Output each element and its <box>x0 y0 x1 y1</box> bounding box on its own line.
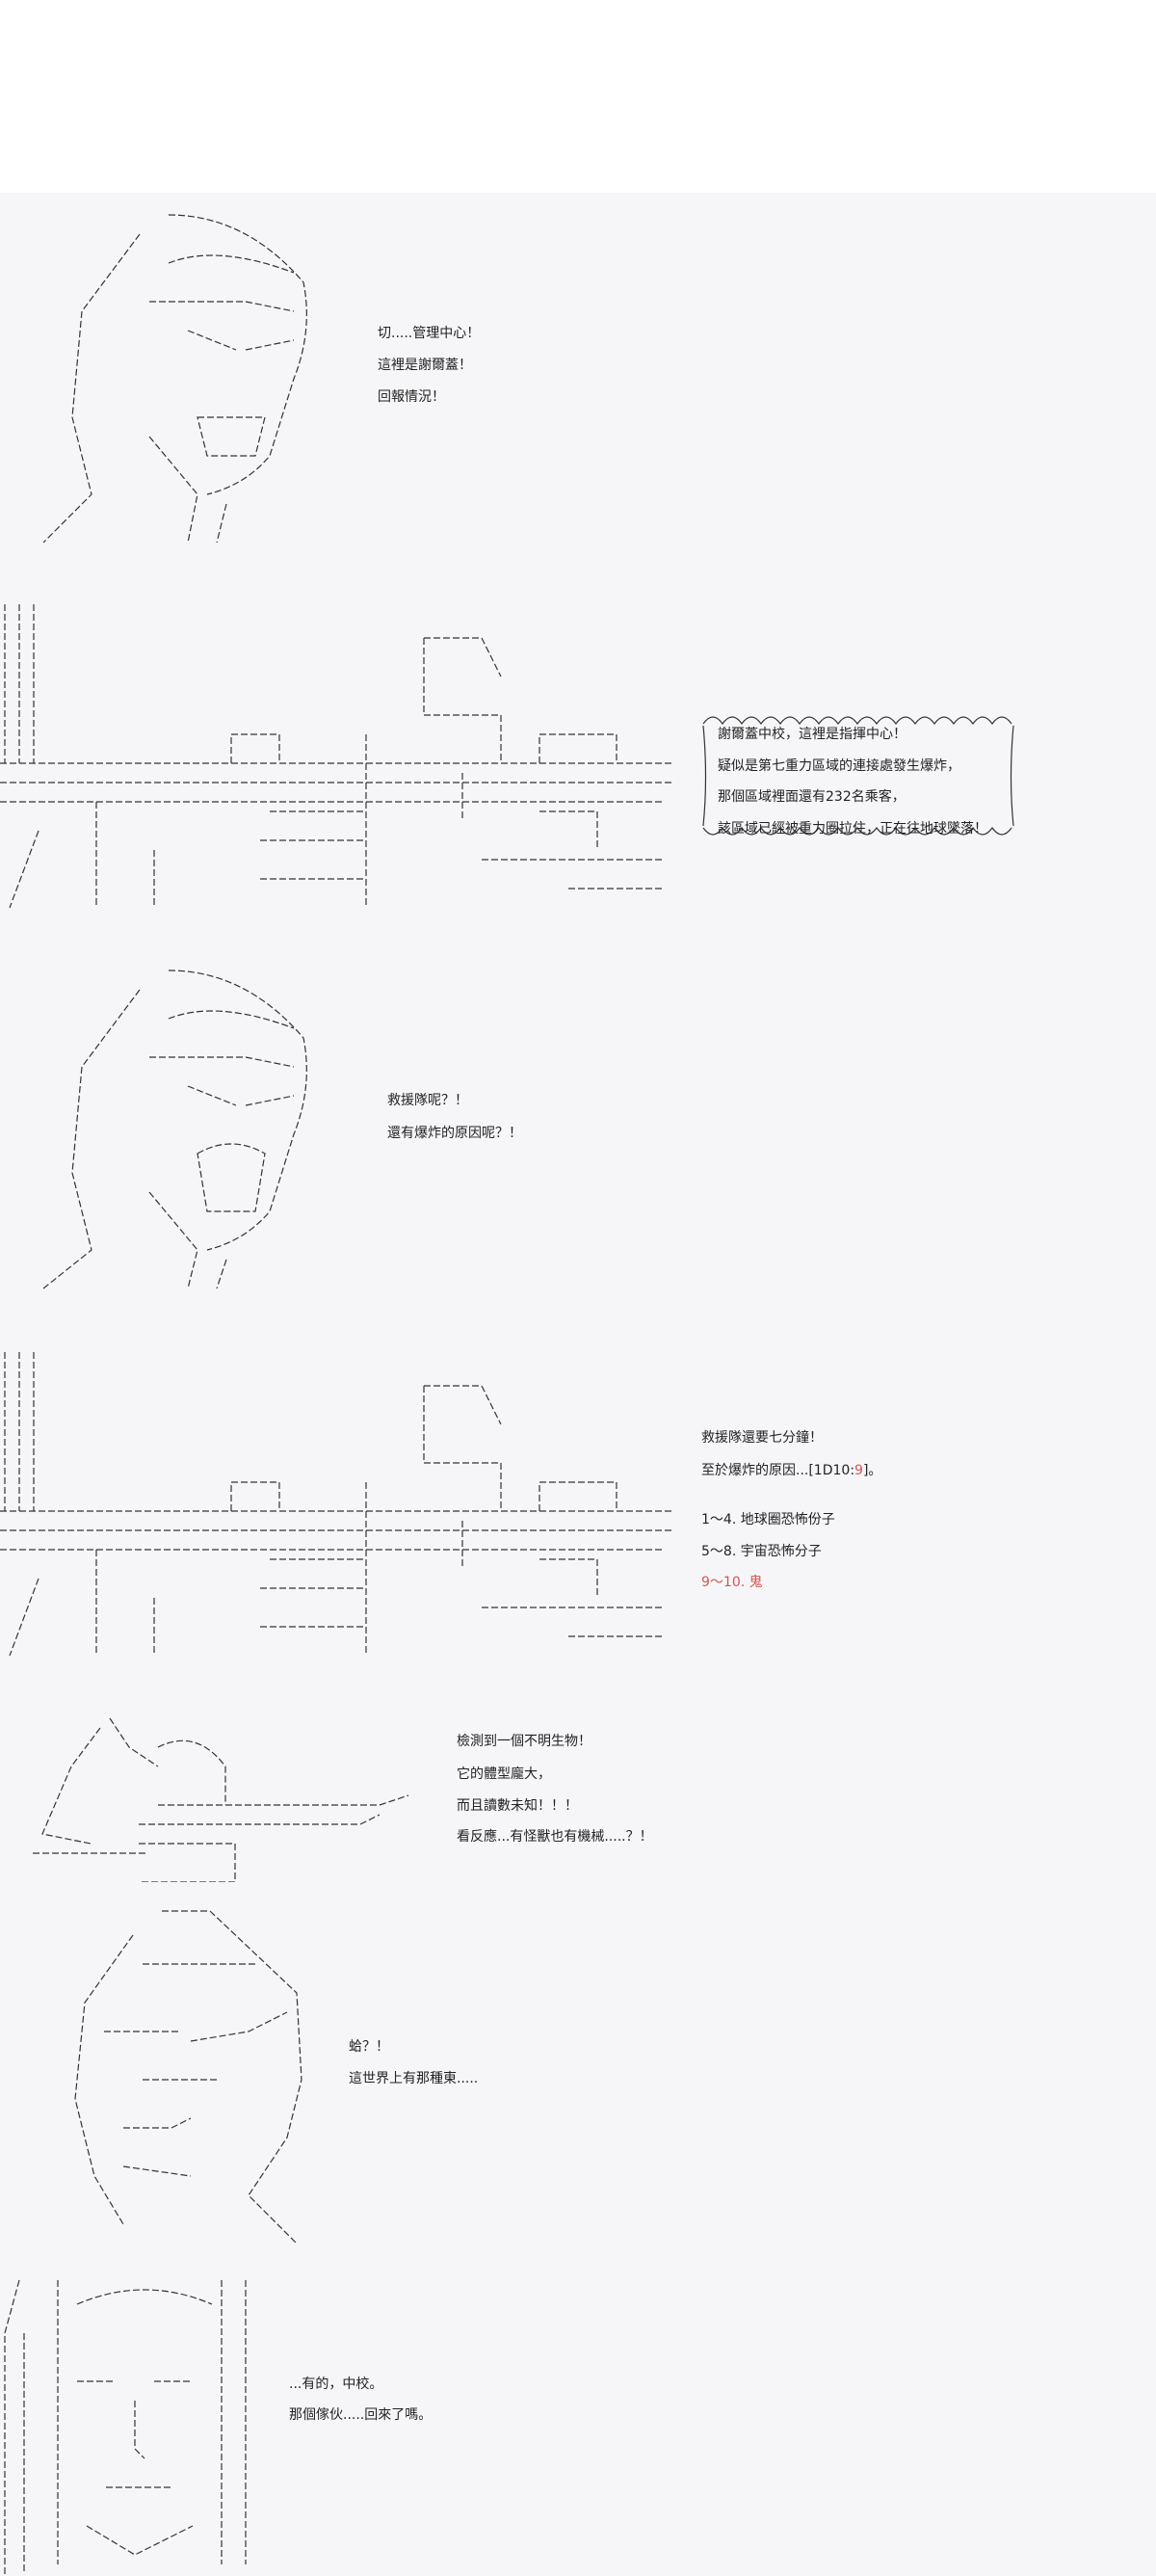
dialogue-line: 救援隊還要七分鐘！ <box>701 1430 823 1446</box>
dice-result: 9 <box>854 1463 863 1478</box>
manga-page <box>0 193 1156 2576</box>
face-ascii-art <box>74 1910 302 2244</box>
dialogue-line-highlighted: 9～10. 鬼 <box>701 1575 763 1590</box>
command-center-ascii-art <box>0 604 674 909</box>
dialogue-line: 疑似是第七重力區域的連接處發生爆炸， <box>718 758 960 774</box>
dialogue-line: 檢測到一個不明生物！ <box>457 1734 591 1749</box>
command-center-ascii-art <box>0 1352 674 1657</box>
dialogue-line: 蛤？！ <box>349 2039 389 2055</box>
dialogue-line: 救援隊呢？！ <box>387 1093 468 1108</box>
shout-bubble <box>698 710 1018 841</box>
dialogue-line: ...有的，中校。 <box>289 2377 383 2392</box>
dialogue-line: 這裡是謝爾蓋！ <box>378 358 472 373</box>
dialogue-line: 還有爆炸的原因呢？！ <box>387 1126 522 1141</box>
face-ascii-art <box>4 2279 247 2574</box>
dialogue-line: 看反應...有怪獸也有機械.....？！ <box>457 1829 653 1845</box>
dialogue-line: 那個傢伙.....回來了嗎。 <box>289 2407 433 2423</box>
face-ascii-art <box>42 214 307 544</box>
dialogue-line: 謝爾蓋中校，這裡是指揮中心！ <box>718 727 906 742</box>
dialogue-line: 該區域已經被重力圈拉住，正在往地球墜落！ <box>718 821 987 837</box>
monster-ascii-art <box>33 1717 409 1882</box>
dialogue-line: 它的體型龐大， <box>457 1766 551 1782</box>
dialogue-line: 切.....管理中心！ <box>378 326 481 341</box>
dialogue-line: 那個區域裡面還有232名乘客， <box>718 789 906 805</box>
dialogue-line: 至於爆炸的原因...[1D10:9]。 <box>701 1462 881 1479</box>
dialogue-line: 1～4. 地球圈恐怖份子 <box>701 1512 835 1527</box>
text-segment: ]。 <box>862 1463 882 1478</box>
dialogue-line: 這世界上有那種東..... <box>349 2071 479 2086</box>
dialogue-line: 而且讀數未知！！！ <box>457 1798 578 1814</box>
dialogue-line: 回報情況！ <box>378 389 445 405</box>
text-segment: 至於爆炸的原因...[1D10: <box>701 1463 855 1478</box>
face-ascii-art <box>42 969 307 1289</box>
dialogue-line: 5～8. 宇宙恐怖分子 <box>701 1544 822 1559</box>
